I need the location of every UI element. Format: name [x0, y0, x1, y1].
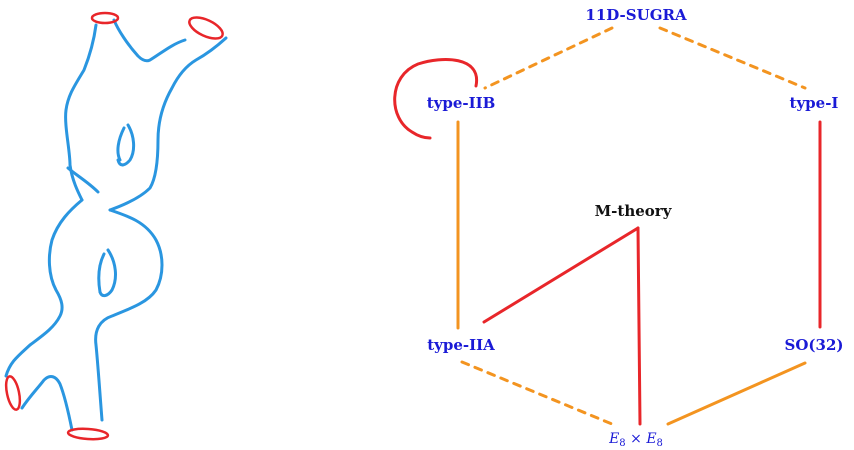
edge-sugra-typeI [658, 26, 807, 90]
boundary-circle-bottom [66, 427, 110, 441]
surface-boundary-circles [4, 11, 224, 441]
surface-outline [4, 18, 228, 432]
node-typeIIB: type-IIB [427, 94, 496, 112]
node-typeI: type-I [790, 94, 839, 112]
e8-right: E [645, 431, 656, 447]
loop-typeIIB [393, 58, 478, 140]
boundary-circle-bottom-left [4, 375, 22, 411]
edge-mtheory-e8 [636, 226, 642, 426]
worldsheet-surface-drawing [4, 11, 228, 441]
e8-left: E [608, 431, 619, 447]
boundary-circle-top-left [90, 11, 120, 25]
node-labels: 11D-SUGRA type-IIB type-I M-theory type-… [427, 6, 844, 449]
node-typeIIA: type-IIA [427, 336, 495, 354]
duality-web [393, 26, 822, 426]
edge-sugra-typeIIB [483, 26, 614, 90]
node-e8xe8: E8 × E8 [608, 431, 663, 449]
node-sugra: 11D-SUGRA [585, 6, 687, 24]
edge-typeIIA-e8 [460, 360, 614, 426]
times-sign: × [626, 431, 647, 447]
e8-left-sub: 8 [619, 438, 625, 449]
boundary-circle-top-right [188, 16, 224, 40]
node-so32: SO(32) [785, 336, 844, 354]
node-mtheory: M-theory [595, 202, 673, 220]
edge-so32-e8 [666, 361, 807, 426]
e8-right-sub: 8 [657, 438, 663, 449]
edge-typeIIA-mtheory [482, 226, 640, 324]
